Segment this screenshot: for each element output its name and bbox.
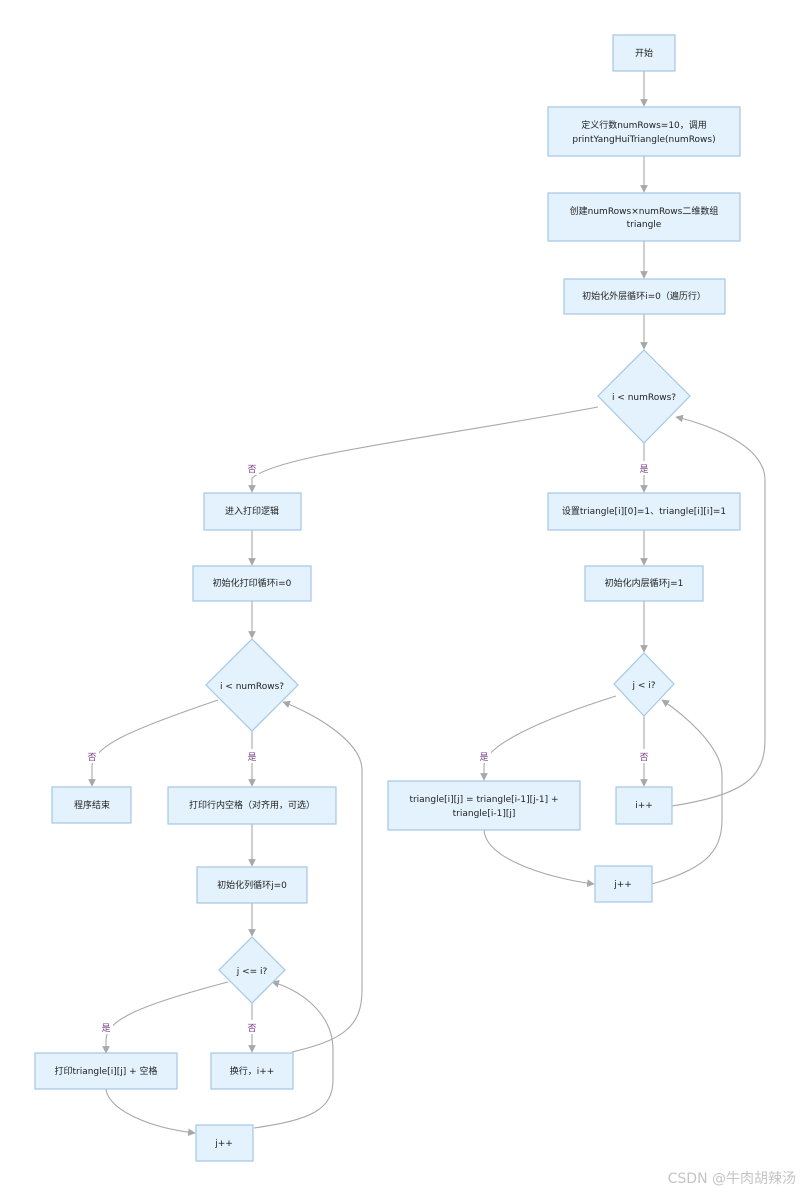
edge-label-yes-4: 是 <box>99 1020 113 1034</box>
node-cond-j-le-i: j <= i? <box>218 936 286 1004</box>
svg-text:否: 否 <box>639 752 648 763</box>
svg-text:是: 是 <box>479 752 488 763</box>
edge-labels: 是 否 是 否 否 是 是 否 <box>85 461 651 1034</box>
edge-printcell-jinc <box>105 1088 196 1137</box>
svg-text:开始: 开始 <box>635 47 653 59</box>
edge-label-yes-3: 是 <box>245 749 259 763</box>
edge-label-no-4: 否 <box>245 1020 259 1034</box>
node-newline-inc: 换行，i++ <box>210 1052 294 1090</box>
edge-iinc-condi <box>671 414 766 807</box>
node-enter-print: 进入打印逻辑 <box>203 492 302 531</box>
edge-cond-no-enterprint <box>248 406 599 493</box>
node-set-edges: 设置triangle[i][0]=1、triangle[i][i]=1 <box>547 492 741 531</box>
svg-text:i++: i++ <box>635 801 653 811</box>
node-program-end: 程序结束 <box>51 786 132 824</box>
edge-jinc-condj <box>651 699 723 885</box>
svg-text:初始化列循环j=0: 初始化列循环j=0 <box>217 879 287 891</box>
svg-text:程序结束: 程序结束 <box>74 799 110 811</box>
svg-text:设置triangle[i][0]=1、triangle[i]: 设置triangle[i][0]=1、triangle[i][i]=1 <box>562 506 726 517</box>
node-print-spaces: 打印行内空格（对齐用，可选） <box>167 786 337 825</box>
node-init-inner: 初始化内层循环j=1 <box>584 565 704 602</box>
node-init-col-loop: 初始化列循环j=0 <box>196 866 308 904</box>
svg-text:triangle[i-1][j]: triangle[i-1][j] <box>453 809 516 819</box>
edges <box>88 71 766 1137</box>
svg-text:是: 是 <box>247 752 256 763</box>
edge-condjle-yes-printcell <box>102 981 229 1054</box>
svg-text:i < numRows?: i < numRows? <box>220 682 284 692</box>
svg-text:否: 否 <box>87 752 96 763</box>
node-i-inc-build: i++ <box>615 786 673 825</box>
svg-text:j++: j++ <box>214 1139 233 1149</box>
edge-label-yes-2: 是 <box>477 749 491 763</box>
svg-text:triangle: triangle <box>627 220 662 230</box>
svg-text:i < numRows?: i < numRows? <box>612 393 676 403</box>
node-init-outer: 初始化外层循环i=0（遍历行） <box>563 278 726 315</box>
edge-compute-jinc <box>483 829 595 888</box>
edge-newline-condprint <box>282 700 363 1053</box>
svg-text:是: 是 <box>639 464 648 475</box>
edge-label-yes-1: 是 <box>637 461 651 475</box>
node-create-array: 创建numRows×numRows二维数组 triangle <box>547 192 741 242</box>
svg-text:j++: j++ <box>613 880 632 890</box>
edge-condj-yes-compute <box>480 695 617 781</box>
node-compute-cell: triangle[i][j] = triangle[i-1][j-1] + tr… <box>387 780 581 831</box>
svg-text:定义行数numRows=10，调用: 定义行数numRows=10，调用 <box>581 119 707 131</box>
svg-text:初始化外层循环i=0（遍历行）: 初始化外层循环i=0（遍历行） <box>582 290 706 302</box>
svg-text:triangle[i][j] = triangle[i-1]: triangle[i][j] = triangle[i-1][j-1] + <box>409 795 558 805</box>
svg-text:换行，i++: 换行，i++ <box>230 1065 275 1077</box>
svg-text:打印行内空格（对齐用，可选）: 打印行内空格（对齐用，可选） <box>189 799 315 811</box>
edge-label-no-3: 否 <box>85 749 99 763</box>
node-print-cell: 打印triangle[i][j] + 空格 <box>34 1052 178 1090</box>
svg-text:创建numRows×numRows二维数组: 创建numRows×numRows二维数组 <box>570 205 719 217</box>
svg-text:j < i?: j < i? <box>631 681 655 691</box>
edge-condprint-no-end <box>88 699 219 787</box>
watermark: CSDN @牛肉胡辣汤 <box>667 1171 796 1187</box>
nodes: 开始 定义行数numRows=10，调用 printYangHuiTriangl… <box>34 34 741 1162</box>
edge-jinc-condjle <box>253 980 334 1129</box>
svg-text:printYangHuiTriangle(numRows): printYangHuiTriangle(numRows) <box>572 135 715 145</box>
svg-text:打印triangle[i][j] + 空格: 打印triangle[i][j] + 空格 <box>54 1065 157 1077</box>
svg-text:否: 否 <box>247 464 256 475</box>
node-cond-j-i: j < i? <box>613 652 675 717</box>
node-start: 开始 <box>612 34 676 72</box>
node-init-print-loop: 初始化打印循环i=0 <box>192 565 312 602</box>
node-cond-print-i: i < numRows? <box>205 638 299 732</box>
svg-text:否: 否 <box>247 1023 256 1034</box>
node-cond-i-rows: i < numRows? <box>597 349 691 444</box>
node-j-inc-print: j++ <box>195 1124 254 1162</box>
svg-text:j <= i?: j <= i? <box>236 967 268 977</box>
node-define-rows: 定义行数numRows=10，调用 printYangHuiTriangle(n… <box>547 106 741 157</box>
svg-text:是: 是 <box>101 1023 110 1034</box>
svg-text:初始化内层循环j=1: 初始化内层循环j=1 <box>605 577 684 589</box>
node-j-inc-build: j++ <box>594 865 653 903</box>
edge-label-no-2: 否 <box>637 749 651 763</box>
svg-text:进入打印逻辑: 进入打印逻辑 <box>225 505 279 517</box>
svg-text:初始化打印循环i=0: 初始化打印循环i=0 <box>213 577 292 589</box>
edge-label-no-1: 否 <box>245 461 259 475</box>
